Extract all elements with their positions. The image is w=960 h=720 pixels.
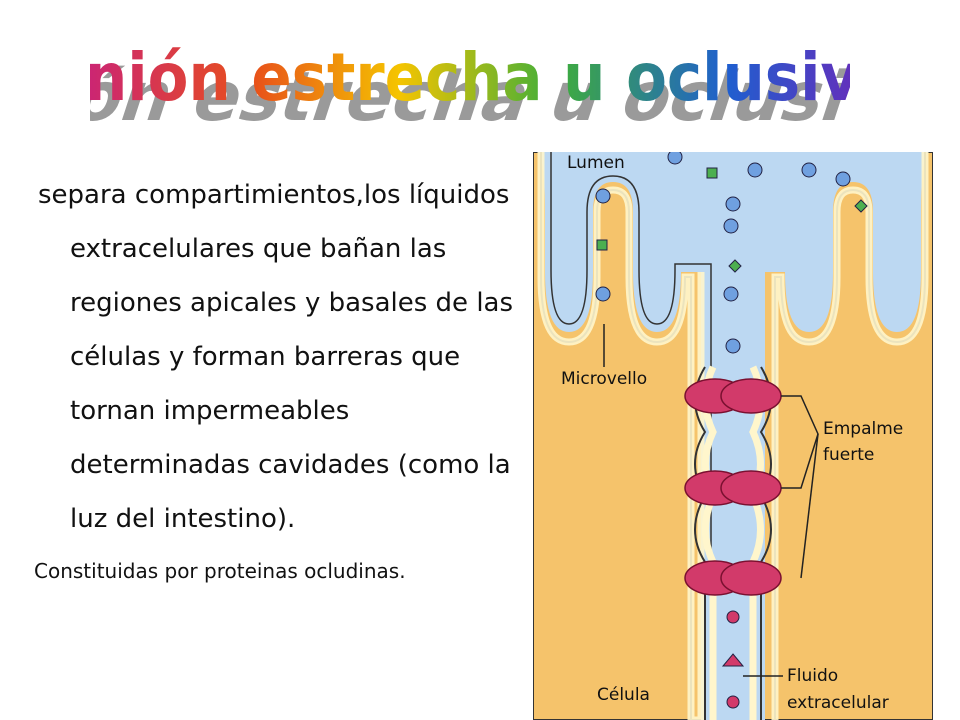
left-membrane-inner xyxy=(550,152,712,720)
junction-protein-1 xyxy=(684,378,782,414)
description-paragraph: separa compartimientos,los líquidos extr… xyxy=(38,180,514,534)
microvello-label: Microvello xyxy=(561,369,647,389)
empalme-label-line2: fuerte xyxy=(823,445,874,465)
proteins-paragraph: Constituidas por proteinas ocludinas. xyxy=(34,559,406,583)
lumen-label: Lumen xyxy=(567,153,625,173)
tight-junction-diagram: Lumen Microvello Empalme fuerte Célula F… xyxy=(533,152,933,720)
description: separa compartimientos,los líquidos extr… xyxy=(34,168,514,592)
empalme-label-line1: Empalme xyxy=(823,419,903,439)
celula-label: Célula xyxy=(597,685,650,705)
junction-protein-2 xyxy=(684,470,782,506)
title-text: Unión estrecha u oclusiva xyxy=(90,39,850,116)
lumen-region xyxy=(533,152,933,720)
fluido-label-line1: Fluido xyxy=(787,666,838,686)
page-title: Unión estrecha u oclusiva Unión estrecha… xyxy=(90,28,850,138)
empalme-bracket-lower xyxy=(800,433,819,579)
title-graphic: Unión estrecha u oclusiva Unión estrecha… xyxy=(90,39,850,137)
title-shadow: Unión estrecha u oclusiva xyxy=(90,58,850,137)
fluido-label-line2: extracelular xyxy=(787,693,889,713)
right-membrane-fill xyxy=(771,152,929,720)
lumen-particles xyxy=(595,152,868,709)
junction-protein-3 xyxy=(684,560,782,596)
